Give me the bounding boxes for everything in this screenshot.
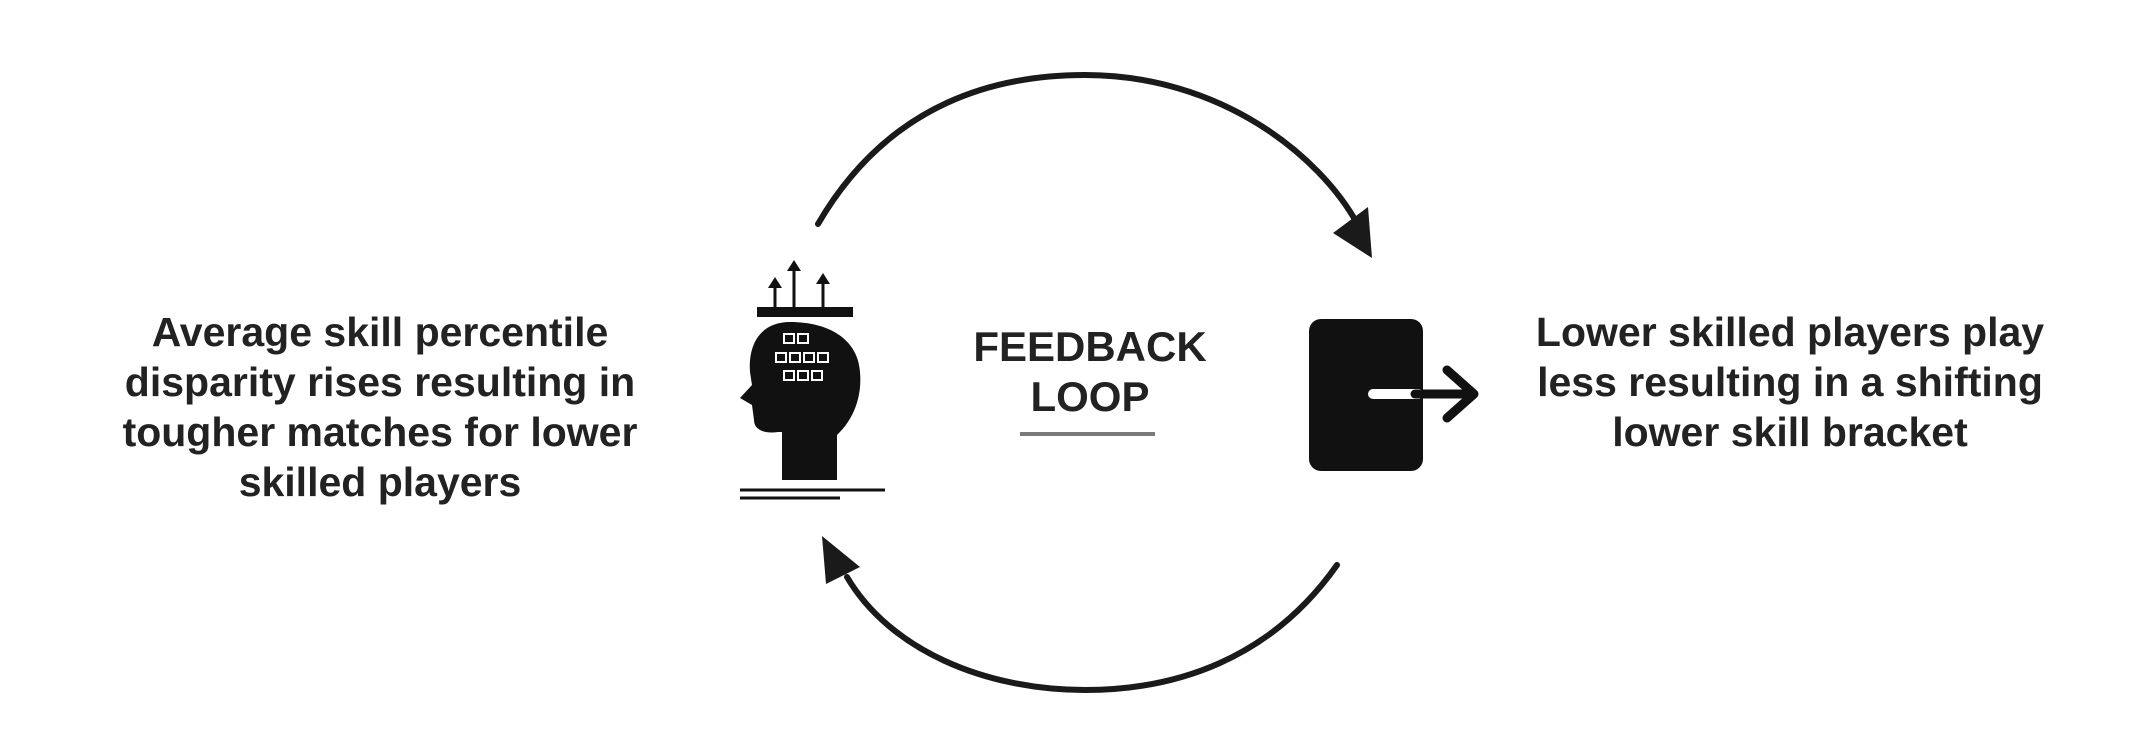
right-node-text: Lower skilled players play less resultin… [1535, 309, 2045, 455]
feedback-label-line2: LOOP [1030, 373, 1150, 420]
feedback-loop-label: FEEDBACK LOOP [930, 322, 1250, 422]
bottom-loop-arrow [844, 562, 1340, 694]
exit-door-icon [1309, 319, 1479, 471]
label-underline [1020, 432, 1155, 436]
head-with-arrows-icon [740, 260, 885, 500]
feedback-label-line1: FEEDBACK [973, 323, 1207, 370]
bottom-arrowhead [822, 536, 860, 584]
top-loop-arrow [815, 71, 1361, 228]
left-node-text: Average skill percentile disparity rises… [122, 309, 638, 505]
top-arrowhead [1333, 207, 1372, 258]
